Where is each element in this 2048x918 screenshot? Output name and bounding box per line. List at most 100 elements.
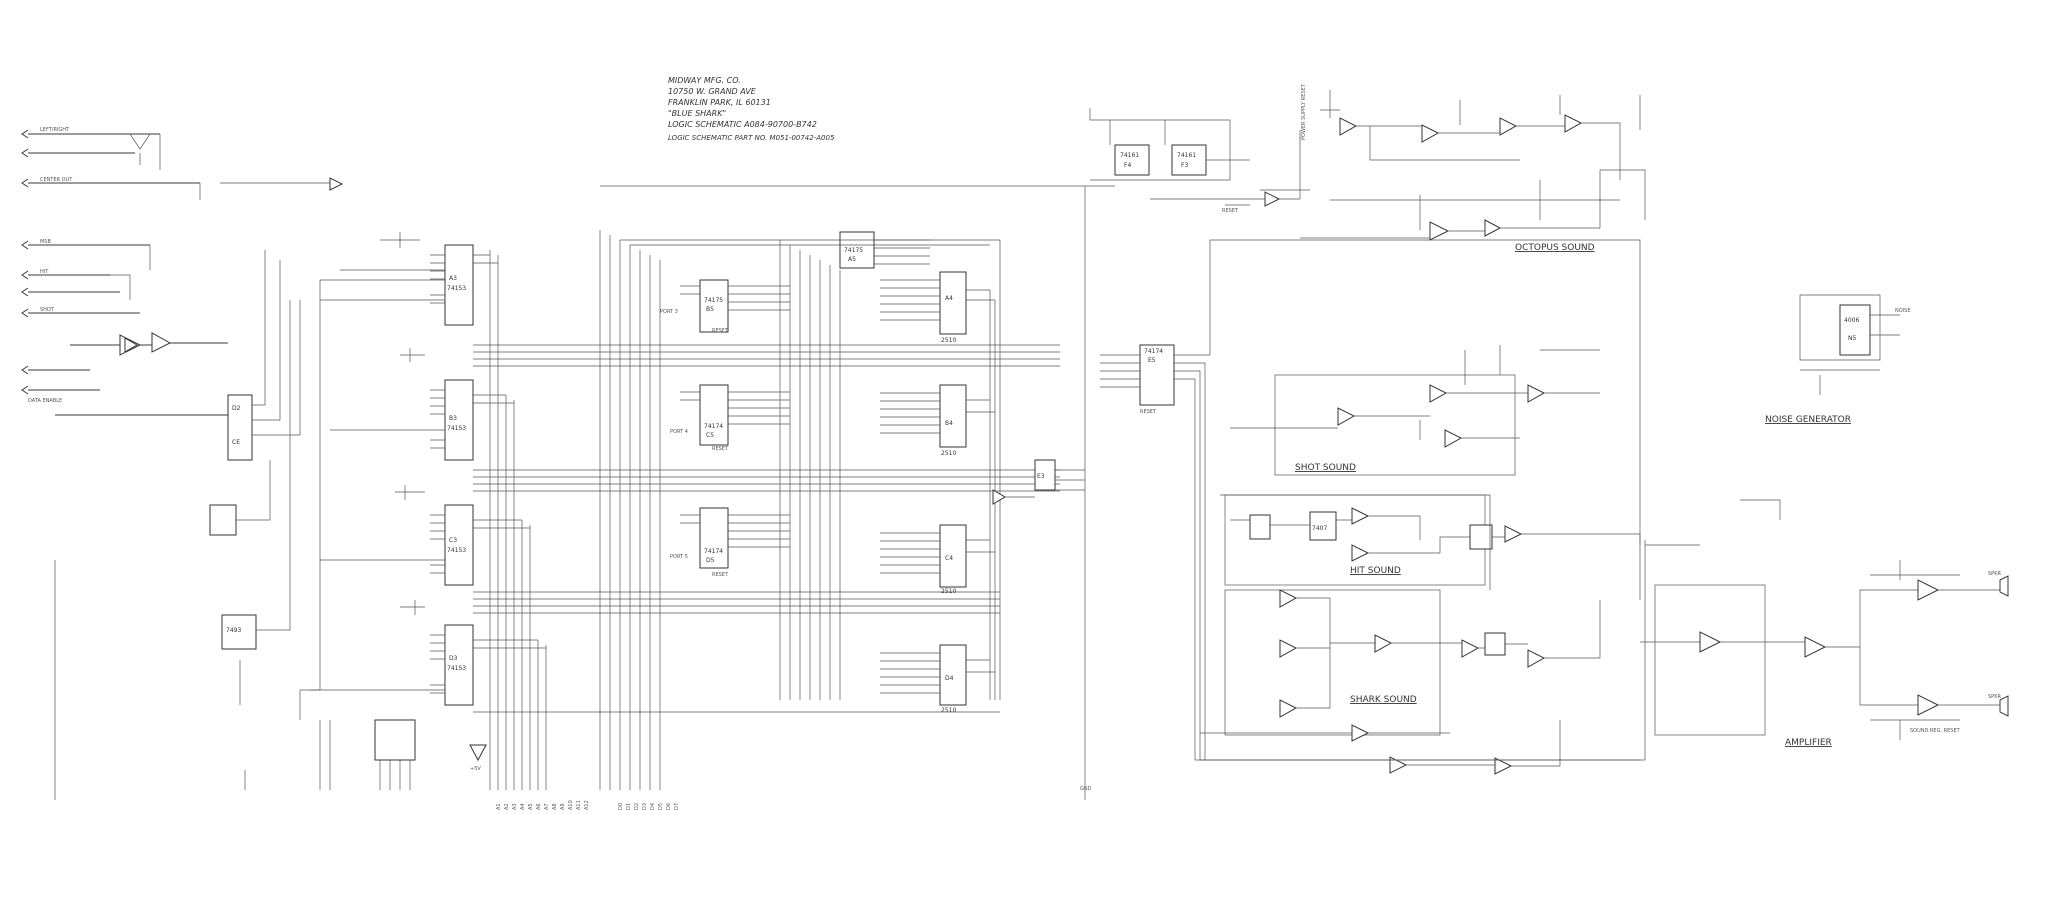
chip-latch-b5-part: 74175 bbox=[704, 297, 723, 304]
shark-amp-6 bbox=[1527, 649, 1546, 668]
chip-7493-part: 7493 bbox=[226, 627, 241, 634]
left-inputs: LEFT/RIGHT CENTER OUT MSB HIT SHOT DATA … bbox=[21, 127, 344, 800]
chip-latch-a5-ref: A5 bbox=[848, 256, 856, 263]
chip-ram-b4 bbox=[939, 384, 967, 448]
address-label-11: A11 bbox=[576, 800, 582, 810]
chip-counter-e3-ref: E3 bbox=[1037, 473, 1045, 480]
shot-sound-label: SHOT SOUND bbox=[1295, 463, 1356, 473]
chip-latch-d5-part: 74174 bbox=[704, 548, 723, 555]
chip-shark-gate bbox=[1484, 632, 1506, 656]
noise-generator-label: NOISE GENERATOR bbox=[1765, 415, 1851, 425]
input-label-6: DATA ENABLE bbox=[28, 398, 62, 404]
data-bus-vertical bbox=[299, 230, 661, 790]
shark-amp-4 bbox=[1374, 634, 1393, 653]
chip-latch-e5-ref: E5 bbox=[1148, 357, 1156, 364]
chip-mux-c3-part: 74153 bbox=[447, 547, 466, 554]
chip-counter-f3-part: 74161 bbox=[1177, 152, 1196, 159]
chip-noise-n5 bbox=[1839, 304, 1871, 356]
chip-power-reg bbox=[374, 719, 416, 761]
reset-label-4: RESET bbox=[1222, 208, 1239, 214]
chip-mux-c3-ref: C3 bbox=[449, 537, 457, 544]
address-label-10: A10 bbox=[568, 800, 574, 810]
chip-latch-a5-part: 74175 bbox=[844, 247, 863, 254]
chip-hit-gate bbox=[1469, 524, 1493, 550]
data-bus-label-6: D6 bbox=[666, 803, 672, 810]
section-shot: SHOT SOUND bbox=[1230, 345, 1600, 476]
address-label-6: A6 bbox=[536, 803, 542, 810]
chip-mux-b3-ref: B3 bbox=[449, 415, 457, 422]
octopus-amp-4 bbox=[1564, 114, 1583, 133]
input-amp-2 bbox=[151, 332, 172, 353]
data-bus-label-0: D0 bbox=[618, 803, 624, 810]
address-label-2: A2 bbox=[504, 803, 510, 810]
chip-counter-f4-part: 74161 bbox=[1120, 152, 1139, 159]
shark-amp-3 bbox=[1279, 699, 1298, 718]
chip-latch-c5-ref: C5 bbox=[706, 432, 714, 439]
power-supply-label: POWER SUPPLY RESET bbox=[1301, 83, 1307, 140]
chip-latch-e5-part: 74174 bbox=[1144, 348, 1163, 355]
chip-hit-ff bbox=[1249, 514, 1271, 540]
chip-mux-a3-part: 74153 bbox=[447, 285, 466, 292]
shot-amp-4 bbox=[1527, 384, 1546, 403]
hit-sound-label: HIT SOUND bbox=[1350, 566, 1401, 576]
chip-latch-d5 bbox=[699, 507, 729, 569]
chip-latch-c5-part: 74174 bbox=[704, 423, 723, 430]
chip-ram-d4-ref: D4 bbox=[945, 675, 954, 682]
plus5-label: +5V bbox=[470, 766, 481, 772]
shot-amp-3 bbox=[1444, 429, 1463, 448]
address-label-5: A5 bbox=[528, 803, 534, 810]
noise-out-label: NOISE bbox=[1895, 308, 1910, 314]
address-label-4: A4 bbox=[520, 803, 526, 810]
shark-amp-7 bbox=[1351, 724, 1370, 742]
svg-text:D2: D2 bbox=[232, 405, 241, 412]
reset-label-2: RESET bbox=[712, 446, 729, 452]
chip-mux-a3 bbox=[444, 244, 474, 326]
data-bus-label-7: D7 bbox=[674, 803, 680, 810]
shot-amp-1 bbox=[1337, 407, 1356, 426]
address-label-12: A12 bbox=[584, 800, 590, 810]
port4-label: PORT 4 bbox=[670, 429, 688, 435]
input-label-1: LEFT/RIGHT bbox=[40, 127, 70, 133]
amp-power-1 bbox=[1917, 579, 1940, 601]
latch-column: 74175 B5 PORT 3 RESET 74174 C5 PORT 4 RE… bbox=[660, 231, 930, 578]
octopus-sound-label: OCTOPUS SOUND bbox=[1515, 243, 1595, 253]
data-bus-label-1: D1 bbox=[626, 803, 632, 810]
speaker-label-1: SPKR bbox=[1988, 571, 2001, 577]
chip-latch-a5 bbox=[839, 231, 875, 269]
section-shark: SHARK SOUND bbox=[1200, 589, 1601, 775]
data-bus-label-4: D4 bbox=[650, 803, 656, 810]
title-line-6: LOGIC SCHEMATIC PART NO. M051-00742-A005 bbox=[668, 134, 835, 142]
shot-amp-2 bbox=[1429, 384, 1448, 403]
shark-amp-8 bbox=[1389, 756, 1408, 774]
address-label-7: A7 bbox=[544, 803, 550, 810]
title-line-4: "BLUE SHARK" bbox=[668, 109, 726, 118]
counter-block: 74161 F4 74161 F3 RESET POWER SUPPLY RES… bbox=[600, 83, 1307, 800]
ground-buffer bbox=[469, 744, 487, 762]
hit-amp-1 bbox=[1351, 507, 1370, 525]
octopus-amp-5 bbox=[1429, 221, 1450, 241]
chip-ram-c4-ref: C4 bbox=[945, 555, 953, 562]
chip-counter-f3 bbox=[1171, 144, 1207, 176]
chip-ram-a4-part: 2510 bbox=[941, 337, 956, 344]
input-label-2: CENTER OUT bbox=[40, 177, 73, 183]
chip-input-mux bbox=[227, 394, 253, 461]
amp-preamp-1 bbox=[1699, 631, 1722, 653]
input-label-3: MSB bbox=[40, 239, 51, 245]
data-bus-label-3: D3 bbox=[642, 803, 648, 810]
chip-ram-b4-ref: B4 bbox=[945, 420, 953, 427]
address-label-3: A3 bbox=[512, 803, 518, 810]
ground-label: GND bbox=[1080, 786, 1092, 792]
reset-label-1: RESET bbox=[712, 328, 729, 334]
octopus-amp-6 bbox=[1484, 219, 1502, 237]
speaker-label-2: SPKR bbox=[1988, 694, 2001, 700]
amp-preamp-2 bbox=[1804, 636, 1827, 658]
input-label-5: SHOT bbox=[40, 307, 55, 313]
chip-ram-d4-part: 2510 bbox=[941, 707, 956, 714]
counter-buffer bbox=[1264, 191, 1281, 207]
chip-noise-part: 4006 bbox=[1844, 317, 1859, 324]
title-line-1: MIDWAY MFG. CO. bbox=[668, 76, 741, 85]
chip-mux-d3-part: 74153 bbox=[447, 665, 466, 672]
chip-latch-d5-ref: D5 bbox=[706, 557, 715, 564]
